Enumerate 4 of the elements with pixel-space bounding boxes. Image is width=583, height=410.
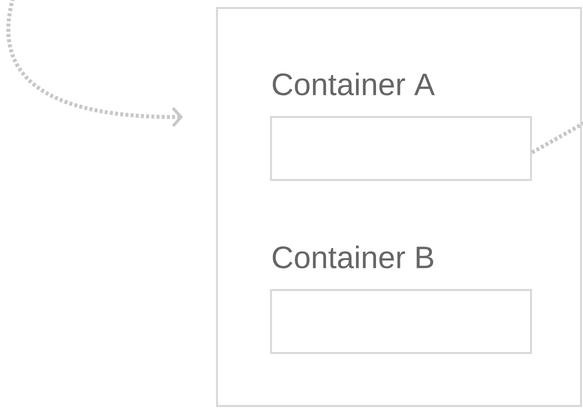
panel-box — [216, 7, 582, 407]
box-heading: Container A — [272, 72, 435, 96]
dotted-arrow — [6, 0, 183, 128]
box-heading: Container B — [272, 246, 434, 268]
